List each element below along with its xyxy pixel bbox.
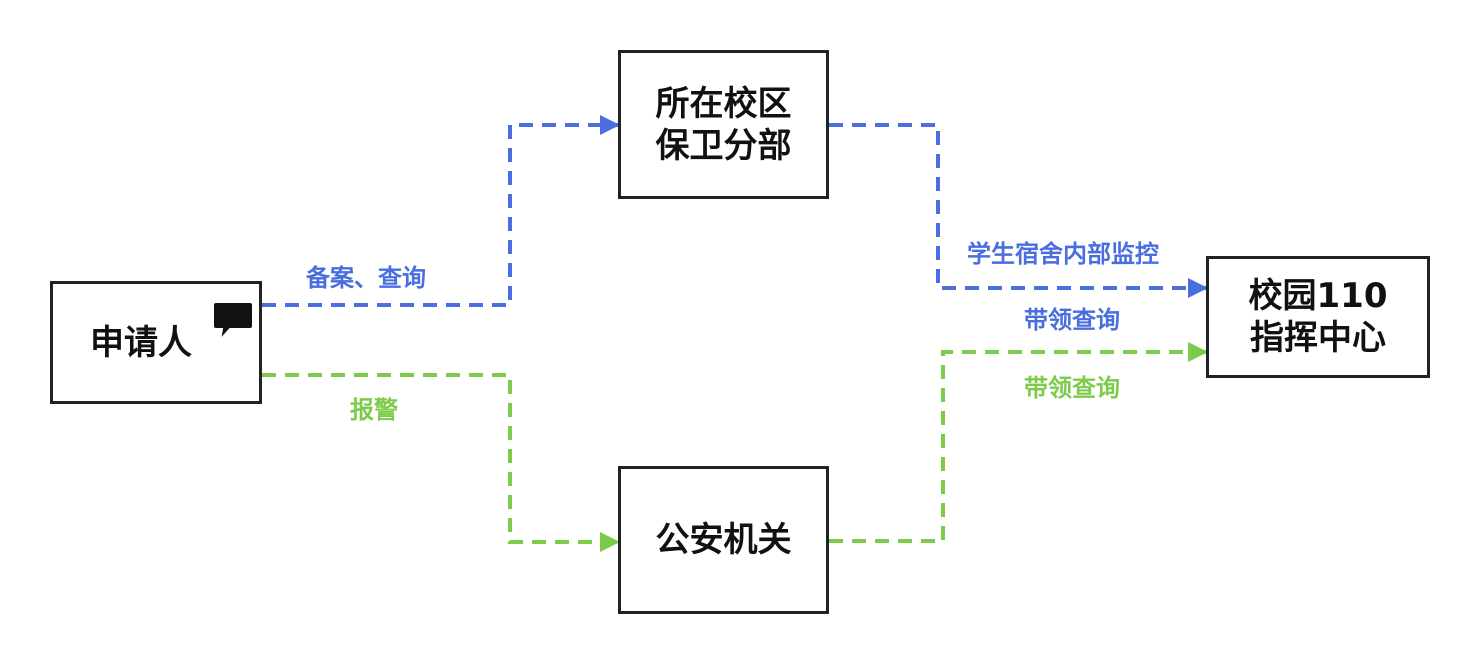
edge-label-record-query: 备案、查询 <box>306 264 426 292</box>
edge-applicant-to-campus-security <box>262 115 620 307</box>
node-applicant-label: 申请人 <box>90 322 192 363</box>
edge-label-report: 报警 <box>350 396 398 424</box>
edge-police-to-campus110 <box>829 342 1208 543</box>
node-police-label: 公安机关 <box>655 520 792 560</box>
node-campus-security-label: 所在校区 保卫分部 <box>655 83 792 166</box>
node-campus-security: 所在校区 保卫分部 <box>618 50 829 199</box>
node-campus110-label: 校园110 指挥中心 <box>1248 276 1388 358</box>
node-police: 公安机关 <box>618 466 829 614</box>
node-campus110: 校园110 指挥中心 <box>1206 256 1430 378</box>
edge-label-lead-query-blue: 带领查询 <box>1024 306 1120 334</box>
comment-icon <box>212 301 254 342</box>
edge-label-dorm-monitor: 学生宿舍内部监控 <box>967 240 1159 268</box>
edge-applicant-to-police <box>262 373 620 552</box>
edge-campus-security-to-campus110 <box>829 123 1208 298</box>
edge-label-lead-query-green: 带领查询 <box>1024 374 1120 402</box>
